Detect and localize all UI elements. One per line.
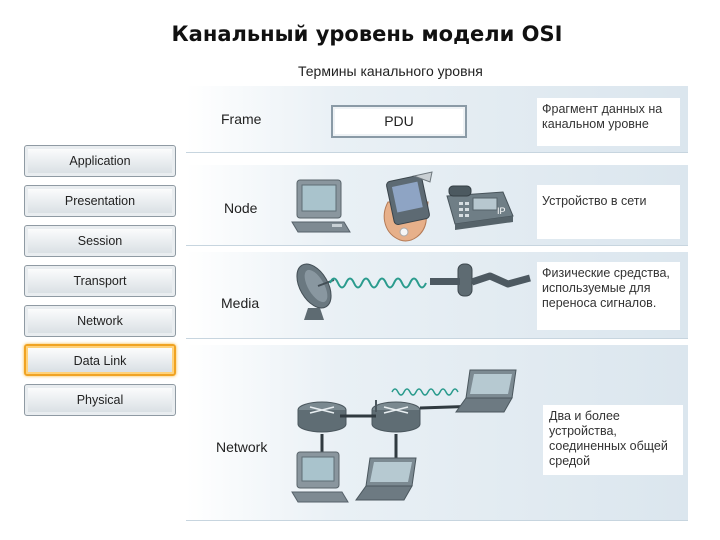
wireless-signal-icon (329, 277, 427, 289)
ip-badge: IP (497, 206, 506, 216)
satellite-dish-icon (296, 263, 335, 320)
media-description: Физические средства, используемые для пе… (537, 262, 680, 330)
cable-connector-icon (430, 263, 531, 297)
layer-physical[interactable]: Physical (24, 384, 176, 416)
network-label: Network (216, 439, 268, 455)
layer-data-link[interactable]: Data Link (24, 344, 176, 376)
frame-label: Frame (221, 111, 262, 127)
layer-transport[interactable]: Transport (24, 265, 176, 297)
frame-description: Фрагмент данных на канальном уровне (537, 98, 680, 146)
node-label: Node (224, 200, 258, 216)
network-description: Два и более устройства, соединенных обще… (543, 405, 683, 475)
layer-session[interactable]: Session (24, 225, 176, 257)
layer-application[interactable]: Application (24, 145, 176, 177)
media-label: Media (221, 295, 260, 311)
terms-subtitle: Термины канального уровня (298, 63, 483, 79)
desktop-computer-icon-bottom (291, 451, 349, 503)
pdu-box: PDU (331, 105, 467, 138)
node-description: Устройство в сети (537, 185, 680, 239)
layer-network[interactable]: Network (24, 305, 176, 337)
desktop-computer-icon (291, 179, 351, 233)
router-link-icon (340, 414, 376, 418)
page-title: Канальный уровень модели OSI (171, 22, 563, 46)
router-icon-right (371, 400, 421, 433)
layer-presentation[interactable]: Presentation (24, 185, 176, 217)
pda-hand-icon (383, 171, 433, 242)
network-diagram-links-icon (391, 388, 459, 396)
ip-phone-icon: IP (446, 185, 514, 230)
router-icon-left (297, 401, 347, 433)
laptop-icon-top (455, 369, 517, 413)
laptop-icon-bottom (355, 457, 417, 501)
